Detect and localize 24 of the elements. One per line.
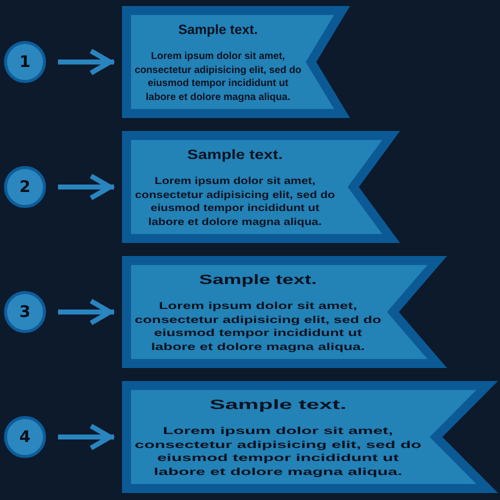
ribbon-banner [122, 381, 498, 493]
arrow [58, 298, 114, 326]
arrow [58, 174, 114, 200]
number-circle [4, 166, 46, 208]
ribbon-banner [122, 256, 447, 368]
step-number: 4 [19, 429, 31, 445]
number-circle [4, 416, 46, 458]
banner-text: Lorem ipsum dolor sit amet, consectetur adipisicing elit, sed do eiusmod tempor incididunt ut labore et dolore magna aliqua. [134, 300, 382, 354]
ribbon-banner [122, 6, 350, 118]
number-circle [4, 291, 46, 333]
banner-text: Lorem ipsum dolor sit amet, consectetur adipisicing elit, sed do eiusmod tempor incididunt ut labore et dolore magna aliqua. [134, 425, 422, 479]
arrow [58, 424, 114, 450]
banner-text: Lorem ipsum dolor sit amet, consectetur adipisicing elit, sed do eiusmod tempor incididunt ut labore et dolore magna aliqua. [134, 175, 336, 229]
banner-title: Sample text. [186, 147, 284, 163]
ribbon-banner [122, 131, 400, 243]
banner-title: Sample text. [177, 22, 259, 38]
arrow [58, 48, 114, 76]
banner-title: Sample text. [198, 272, 318, 288]
banner-text: Lorem ipsum dolor sit amet, consectetur adipisicing elit, sed do eiusmod tempor incididunt ut labore et dolore magna aliqua. [134, 50, 302, 104]
number-circle [4, 41, 46, 83]
step-number: 3 [19, 304, 31, 320]
banner-title: Sample text. [208, 397, 348, 413]
step-number: 2 [19, 179, 31, 195]
step-number: 1 [19, 54, 31, 70]
